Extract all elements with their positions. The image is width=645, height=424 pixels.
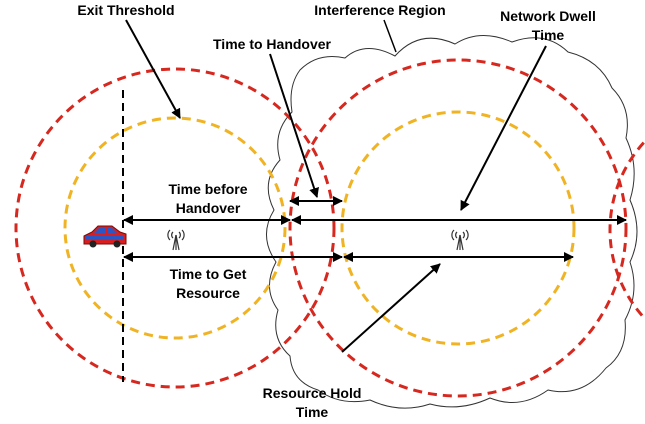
interference-region-outline	[266, 35, 638, 409]
antenna-icon	[167, 229, 185, 251]
left-outer-coverage-circle	[14, 67, 336, 389]
antenna-icon	[451, 229, 469, 251]
exit-threshold-label: Exit Threshold	[77, 2, 174, 18]
time-before-handover-label-line2: Handover	[176, 200, 241, 216]
network-dwell-time-label-line2: Time	[532, 27, 565, 43]
resource-hold-time-pointer	[341, 263, 441, 353]
time-to-get-resource-label-line1: Time to Get	[170, 266, 247, 282]
right-outer-coverage-circle	[288, 58, 628, 398]
network-dwell-time-pointer	[460, 45, 547, 211]
far-right-outer-coverage-circle	[608, 139, 645, 321]
interference-pointer	[383, 19, 397, 53]
time-to-handover-pointer	[269, 53, 319, 198]
time-to-handover-label: Time to Handover	[213, 36, 332, 52]
resource-hold-time-label-line1: Resource Hold	[263, 385, 362, 401]
time-before-handover-label-line1: Time before	[168, 181, 247, 197]
exit-threshold-pointer	[125, 19, 181, 119]
right-inner-coverage-circle	[340, 110, 576, 346]
time-to-get-resource-label-line2: Resource	[176, 285, 240, 301]
interference-region-label: Interference Region	[314, 2, 445, 18]
resource-hold-time-label-line2: Time	[296, 404, 329, 420]
network-dwell-time-label-line1: Network Dwell	[500, 8, 596, 24]
car-icon	[83, 225, 127, 248]
